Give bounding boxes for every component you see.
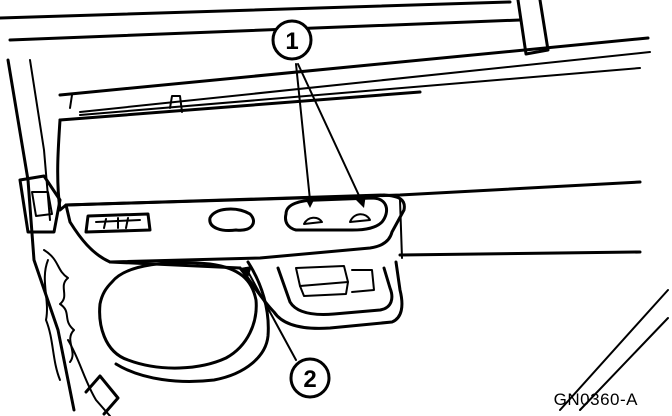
switch-plate <box>84 212 152 234</box>
callout-1: 1 <box>271 19 313 61</box>
callout-2: 2 <box>289 357 331 399</box>
armrest <box>64 193 406 270</box>
handle-pocket <box>238 260 404 330</box>
window-frame <box>0 0 651 113</box>
callout-2-leaders <box>240 266 297 361</box>
oval-opening <box>208 207 255 232</box>
callout-1-label: 1 <box>285 28 298 55</box>
door-pillar <box>6 58 120 416</box>
screw-recess <box>284 196 389 232</box>
figure-code: GN0360-A <box>553 390 638 409</box>
callout-2-label: 2 <box>303 366 316 393</box>
callout-1-leaders <box>295 63 366 208</box>
lower-trim <box>559 289 669 411</box>
trim-panel <box>56 67 642 259</box>
pull-cup <box>98 260 270 383</box>
